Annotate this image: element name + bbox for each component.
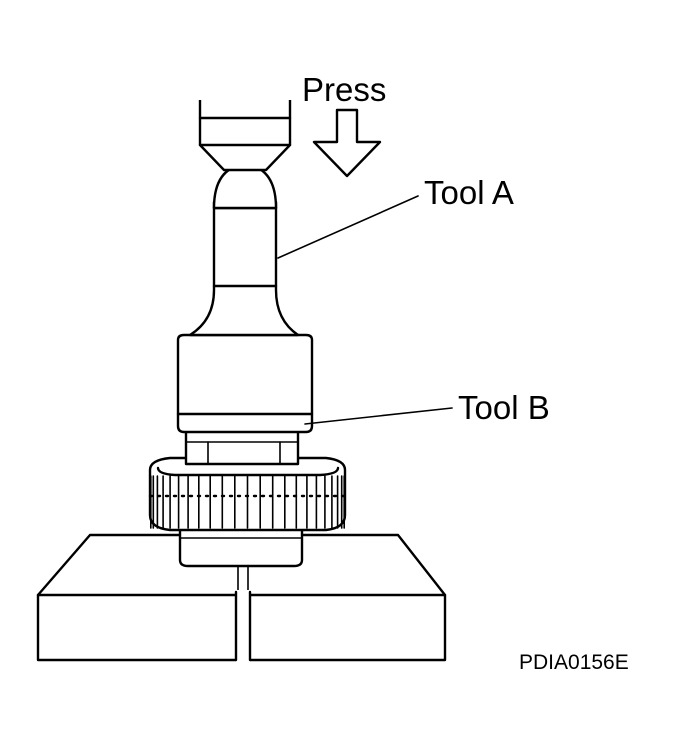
tool-a-body (188, 162, 300, 337)
tool-b-leader-line (304, 407, 453, 425)
tool-b-body (176, 333, 314, 434)
press-direction-arrow (312, 108, 382, 178)
tool-b-label: Tool B (458, 389, 550, 426)
tool-a-label: Tool A (424, 174, 514, 211)
figure-code-label: PDIA0156E (519, 651, 629, 674)
shaft-lower-section (178, 523, 304, 568)
press-ram (198, 100, 292, 172)
base-support-block (36, 533, 447, 662)
bearing-inner-race (184, 428, 300, 466)
gear-teeth (150, 475, 346, 529)
tool-a-leader-line (277, 195, 419, 259)
press-label: Press (302, 71, 387, 108)
gear (148, 456, 347, 532)
